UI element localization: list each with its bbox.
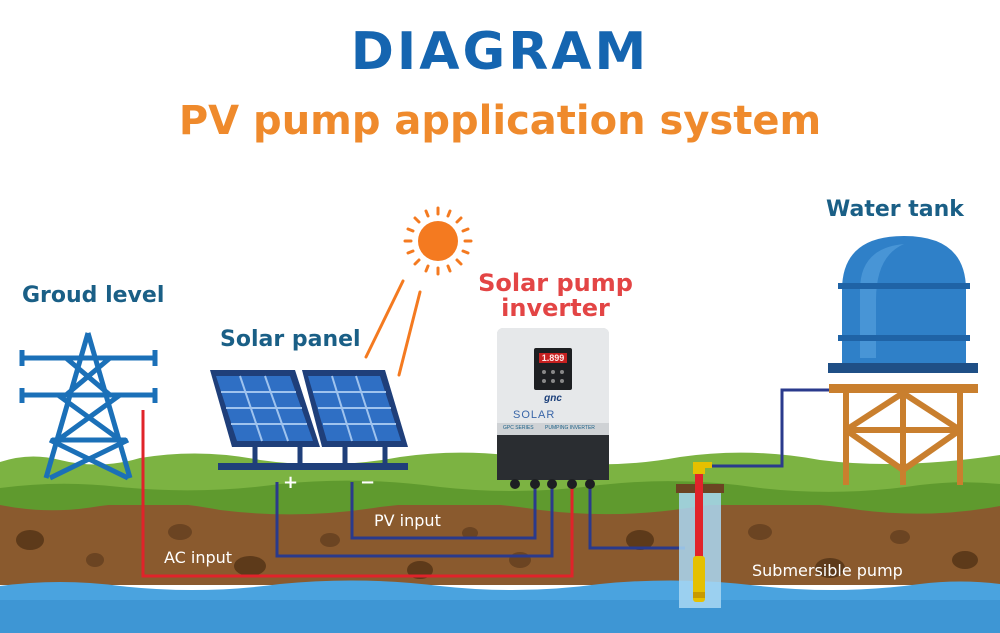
inverter-logo: gnc — [544, 393, 562, 404]
inverter-brand-text: SOLAR — [513, 409, 556, 421]
inverter-display-value: 1.899 — [541, 353, 565, 363]
inverter-label-line2: inverter — [501, 294, 610, 322]
pv-input-label: PV input — [374, 511, 441, 530]
transmission-tower-icon — [19, 332, 158, 481]
negative-terminal-label: − — [360, 472, 376, 493]
ac-input-label: AC input — [164, 548, 233, 567]
submersible-pump-icon — [693, 462, 712, 602]
submersible-pump-label: Submersible pump — [752, 561, 903, 580]
water-tank-icon — [828, 236, 978, 373]
inverter-series-text: GPC SERIES — [503, 425, 534, 431]
tank-feed-pipe — [710, 388, 838, 468]
solar-pump-inverter-device — [497, 328, 609, 489]
soil-layer — [0, 502, 1000, 585]
water-tower-stand — [829, 384, 978, 485]
solar-panel-array — [210, 370, 408, 470]
water-layer — [0, 580, 1000, 633]
sun-icon — [403, 206, 473, 276]
water-tank-label: Water tank — [826, 197, 964, 222]
ground-level-label: Groud level — [22, 283, 165, 308]
ac-input-wire — [141, 410, 574, 578]
sunlight-rays — [364, 279, 422, 377]
page-title: DIAGRAM — [350, 22, 650, 82]
pump-output-wire — [588, 488, 685, 550]
positive-terminal-label: + — [283, 472, 299, 493]
inverter-product-text: PUMPING INVERTER — [545, 425, 595, 431]
solar-panel-label: Solar panel — [220, 327, 361, 352]
inverter-label-line1: Solar pump — [478, 269, 633, 297]
pv-input-wire — [275, 482, 554, 558]
page-subtitle: PV pump application system — [178, 98, 822, 144]
